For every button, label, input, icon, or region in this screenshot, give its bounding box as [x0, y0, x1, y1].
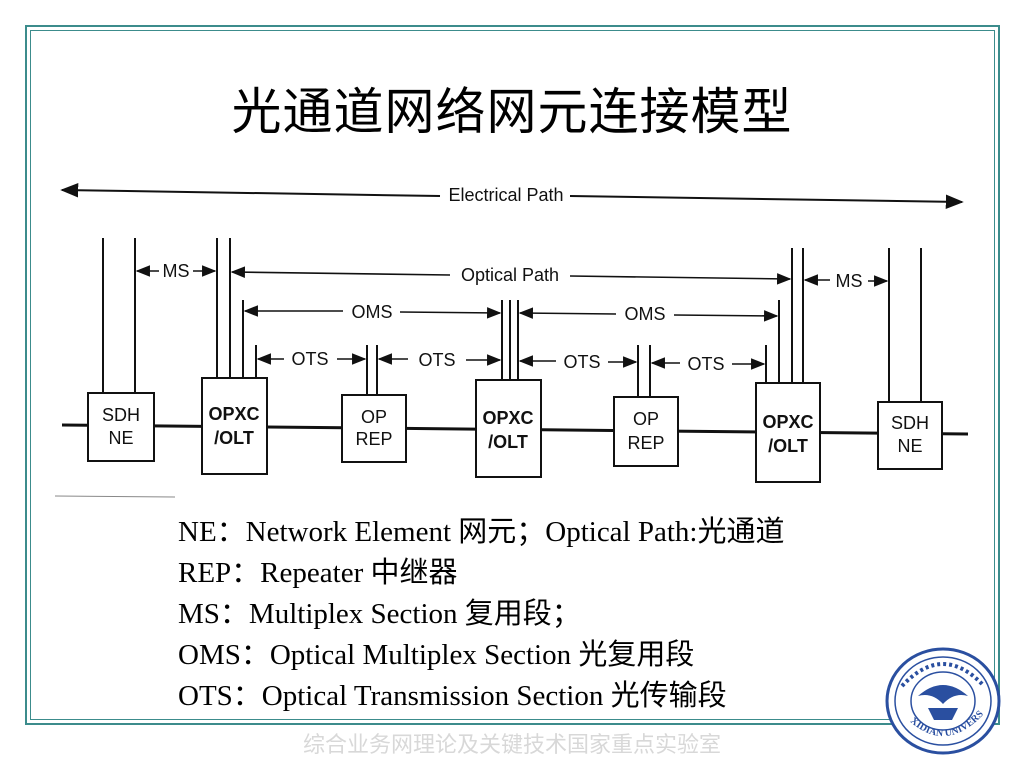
electrical-path-label: Electrical Path	[448, 185, 563, 205]
oms-label-left: OMS	[351, 302, 392, 322]
svg-text:/OLT: /OLT	[488, 432, 528, 452]
optical-path-label: Optical Path	[461, 265, 559, 285]
svg-text:/OLT: /OLT	[768, 436, 808, 456]
tributary-lines	[102, 238, 922, 402]
node-opxc-olt-2: OPXC /OLT	[475, 379, 542, 478]
oms-label-right: OMS	[624, 304, 665, 324]
ots-label-1: OTS	[291, 349, 328, 369]
network-nodes: SDH NE OPXC /OLT OP REP OPXC /OLT OP	[87, 377, 943, 483]
svg-text:OP: OP	[633, 409, 659, 429]
node-op-rep-1: OP REP	[341, 394, 407, 463]
svg-text:NE: NE	[897, 436, 922, 456]
svg-text:REP: REP	[627, 433, 664, 453]
footer-lab-name: 综合业务网理论及关键技术国家重点实验室	[302, 733, 721, 758]
svg-text:OP: OP	[361, 407, 387, 427]
slide-title: 光通道网络网元连接模型	[231, 83, 793, 141]
scan-artifact-line	[54, 495, 176, 498]
node-sdh-ne-right: SDH NE	[877, 401, 943, 470]
ots-label-2: OTS	[418, 350, 455, 370]
slide-frame-outer	[25, 25, 1000, 725]
legend-line-ots: OTS：Optical Transmission Section 光传输段	[178, 680, 727, 712]
svg-text:OPXC: OPXC	[208, 404, 259, 424]
legend-line-ne: NE：Network Element 网元；Optical Path:光通道	[178, 516, 785, 548]
electrical-path: Electrical Path	[60, 183, 964, 209]
legend-line-ms: MS：Multiplex Section 复用段；	[178, 598, 581, 630]
xidian-university-seal-icon: XIDIAN UNIVERSITY	[884, 646, 1001, 755]
node-opxc-olt-3: OPXC /OLT	[755, 382, 821, 483]
node-op-rep-2: OP REP	[613, 396, 679, 467]
legend: NE：Network Element 网元；Optical Path:光通道 R…	[178, 512, 784, 717]
svg-text:/OLT: /OLT	[214, 428, 254, 448]
slide-frame-inner	[30, 30, 995, 720]
node-sdh-ne-left: SDH NE	[87, 392, 155, 462]
svg-text:NE: NE	[108, 428, 133, 448]
ms-label-left: MS	[163, 261, 190, 281]
ots-label-4: OTS	[687, 354, 724, 374]
ms-label-right: MS	[836, 271, 863, 291]
legend-line-rep: REP：Repeater 中继器	[178, 557, 458, 589]
svg-text:OPXC: OPXC	[482, 408, 533, 428]
svg-text:SDH: SDH	[891, 413, 929, 433]
ots-label-3: OTS	[563, 352, 600, 372]
svg-text:SDH: SDH	[102, 405, 140, 425]
span-arrows	[135, 265, 889, 370]
svg-text:REP: REP	[355, 429, 392, 449]
svg-text:OPXC: OPXC	[762, 412, 813, 432]
legend-line-oms: OMS：Optical Multiplex Section 光复用段	[178, 639, 695, 671]
span-labels: MS Optical Path MS OMS OMS OTS OTS OTS O…	[163, 261, 863, 374]
node-opxc-olt-1: OPXC /OLT	[201, 377, 268, 475]
